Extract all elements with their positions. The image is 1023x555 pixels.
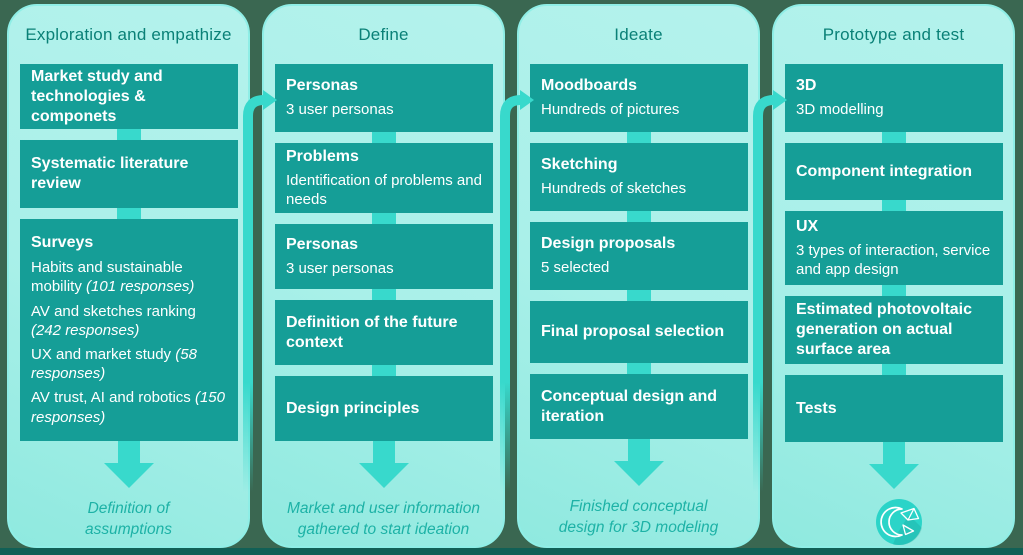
survey-line: UX and market study (58 responses)	[31, 345, 228, 383]
box-title: Problems	[286, 147, 359, 165]
survey-line: AV and sketches ranking (242 responses)	[31, 302, 228, 340]
box-title: Personas	[286, 235, 359, 253]
box-subtitle: 3 user personas	[286, 101, 394, 119]
flow-arrow-icon	[753, 90, 787, 492]
stage-column-define: Define Personas 3 user personas Problems…	[262, 4, 505, 548]
process-box: Systematic literature review	[20, 140, 238, 208]
survey-text: UX and market study	[31, 346, 176, 363]
survey-text: AV trust, AI and robotics	[31, 389, 195, 407]
box-subtitle: 3 types of interaction, service and app …	[796, 241, 991, 278]
column-header: Exploration and empathize	[25, 25, 232, 44]
column-header: Ideate	[614, 25, 663, 44]
survey-note: (242 responses)	[31, 321, 140, 339]
survey-note: (101 responses)	[86, 278, 195, 296]
box-title: Definition of the future context	[286, 313, 458, 351]
box-title: Design principles	[286, 399, 420, 417]
box-subtitle: Identification of problems and needs	[286, 171, 482, 208]
process-box: Surveys Habits and sustainable mobility …	[20, 219, 238, 441]
process-box: Design principles	[275, 376, 493, 441]
process-box: 3D 3D modelling	[785, 64, 1003, 132]
stage-column-ideate: Ideate Moodboards Hundreds of pictures S…	[517, 4, 760, 548]
box-title: Market study and technologies & componet…	[31, 67, 163, 125]
stage-caption: Market and user information gathered to …	[287, 500, 480, 538]
connector	[882, 132, 906, 143]
process-box: Tests	[785, 375, 1003, 442]
process-box: Component integration	[785, 143, 1003, 200]
flow-arrow-icon	[243, 90, 277, 492]
down-arrow-icon	[358, 441, 409, 488]
survey-text: AV and sketches ranking	[31, 302, 196, 320]
box-title: Estimated photovoltaic generation on act…	[796, 301, 973, 358]
box-title: Conceptual design and iteration	[541, 387, 718, 425]
connector	[882, 285, 906, 296]
connector	[627, 132, 651, 143]
box-title: Final proposal selection	[541, 323, 725, 340]
connector	[372, 213, 396, 224]
connector	[372, 132, 396, 143]
box-title: Moodboards	[541, 77, 637, 95]
stage-column-exploration: Exploration and empathize Market study a…	[7, 4, 250, 548]
column-stack: Market study and technologies & componet…	[9, 64, 248, 441]
box-subtitle: 5 selected	[541, 259, 610, 277]
column-header: Prototype and test	[822, 25, 965, 44]
down-arrow-icon	[868, 442, 919, 489]
column-header: Define	[358, 25, 409, 44]
process-box: Definition of the future context	[275, 300, 493, 365]
process-box: Market study and technologies & componet…	[20, 64, 238, 129]
box-title: Surveys	[31, 234, 94, 252]
process-box: Moodboards Hundreds of pictures	[530, 64, 748, 132]
box-title: UX	[796, 217, 819, 235]
column-stack: 3D 3D modelling Component integration UX…	[774, 64, 1013, 442]
column-stack: Personas 3 user personas Problems Identi…	[264, 64, 503, 441]
survey-note: (150 responses)	[31, 389, 225, 426]
box-subtitle: Hundreds of pictures	[541, 101, 680, 119]
connector	[627, 211, 651, 222]
process-box: Estimated photovoltaic generation on act…	[785, 296, 1003, 364]
process-box: Personas 3 user personas	[275, 224, 493, 289]
box-title: Systematic literature review	[31, 155, 189, 192]
column-stack: Moodboards Hundreds of pictures Sketchin…	[519, 64, 758, 439]
stage-caption: Finished conceptual design for 3D modeli…	[558, 498, 719, 536]
connector	[627, 363, 651, 374]
down-arrow-icon	[103, 441, 154, 488]
bird-logo-icon	[875, 499, 922, 546]
process-box: Personas 3 user personas	[275, 64, 493, 132]
process-box: Conceptual design and iteration	[530, 374, 748, 439]
process-box: UX 3 types of interaction, service and a…	[785, 211, 1003, 285]
box-title: Sketching	[541, 156, 618, 174]
survey-text: Habits and sustainable mobility	[31, 259, 183, 296]
connector	[117, 208, 141, 219]
down-arrow-icon	[613, 439, 664, 486]
connector	[627, 290, 651, 301]
survey-line: AV trust, AI and robotics (150 responses…	[31, 388, 228, 426]
flow-arrow-icon	[500, 90, 534, 492]
box-title: Design proposals	[541, 235, 676, 253]
process-box: Sketching Hundreds of sketches	[530, 143, 748, 211]
survey-note: (58 responses)	[31, 346, 197, 383]
box-title: Component integration	[796, 162, 972, 180]
box-subtitle: 3 user personas	[286, 259, 394, 277]
footer-bar	[0, 548, 1023, 555]
connector	[117, 129, 141, 140]
box-subtitle: 3D modelling	[796, 101, 884, 119]
process-box: Design proposals 5 selected	[530, 222, 748, 290]
survey-line: Habits and sustainable mobility (101 res…	[31, 258, 228, 296]
connector	[882, 200, 906, 211]
box-title: Personas	[286, 77, 359, 95]
box-subtitle: Hundreds of sketches	[541, 180, 687, 198]
connector	[372, 289, 396, 300]
box-title: Tests	[796, 399, 837, 417]
stage-caption: Definition of assumptions	[84, 500, 172, 538]
box-title: 3D	[796, 77, 817, 95]
process-box: Final proposal selection	[530, 301, 748, 363]
stage-column-prototype: Prototype and test 3D 3D modelling Compo…	[772, 4, 1015, 548]
connector	[882, 364, 906, 375]
connector	[372, 365, 396, 376]
process-box: Problems Identification of problems and …	[275, 143, 493, 213]
